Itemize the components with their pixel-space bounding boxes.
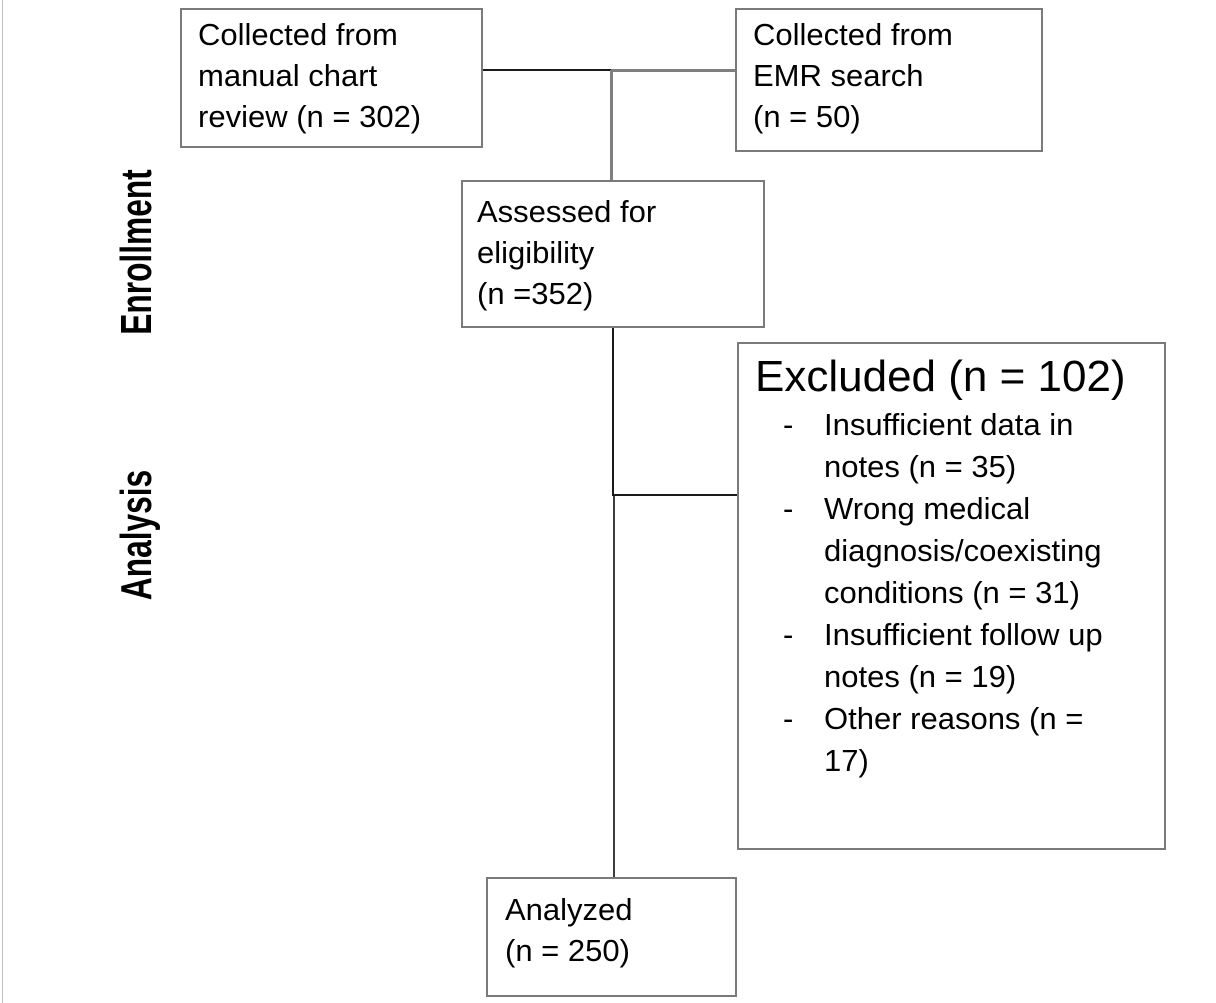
excluded-reason-item: - Wrong medical diagnosis/coexisting con…	[755, 488, 1156, 614]
box-analyzed-text: Analyzed (n = 250)	[505, 892, 633, 968]
stage-label-analysis: Analysis	[112, 469, 161, 601]
connector-assessed-to-excluded-junction	[612, 328, 614, 496]
box-collected-emr-search: Collected from EMR search (n = 50)	[735, 8, 1043, 152]
connector-manual-chart-to-junction	[483, 69, 613, 71]
box-excluded: Excluded (n = 102) - Insufficient data i…	[737, 342, 1166, 850]
excluded-reason-text: Other reasons (n = 17)	[824, 701, 1084, 778]
bullet-dash-icon: -	[783, 701, 794, 736]
bullet-dash-icon: -	[783, 617, 794, 652]
box-analyzed: Analyzed (n = 250)	[486, 877, 737, 997]
connector-junction-to-assessed	[610, 70, 613, 180]
excluded-reason-text: Wrong medical diagnosis/coexisting condi…	[824, 491, 1102, 610]
bullet-dash-icon: -	[783, 407, 794, 442]
excluded-reason-text: Insufficient data in notes (n = 35)	[824, 407, 1074, 484]
box-assessed-for-eligibility-text: Assessed for eligibility (n =352)	[477, 194, 657, 311]
slide-left-edge-line	[2, 0, 3, 1003]
box-collected-manual-chart: Collected from manual chart review (n = …	[180, 8, 483, 148]
box-collected-manual-chart-text: Collected from manual chart review (n = …	[198, 17, 422, 134]
box-assessed-for-eligibility: Assessed for eligibility (n =352)	[461, 180, 765, 328]
excluded-reason-item: - Other reasons (n = 17)	[755, 698, 1156, 782]
connector-junction-to-analyzed	[613, 496, 615, 877]
connector-emr-search-to-junction	[611, 69, 735, 72]
box-excluded-title: Excluded (n = 102)	[755, 352, 1126, 401]
excluded-reasons-list: - Insufficient data in notes (n = 35) - …	[755, 404, 1156, 782]
stage-label-enrollment: Enrollment	[112, 169, 161, 335]
box-collected-emr-search-text: Collected from EMR search (n = 50)	[753, 17, 953, 134]
excluded-reason-text: Insufficient follow up notes (n = 19)	[824, 617, 1103, 694]
bullet-dash-icon: -	[783, 491, 794, 526]
excluded-reason-item: - Insufficient follow up notes (n = 19)	[755, 614, 1156, 698]
connector-junction-to-excluded	[612, 494, 737, 496]
excluded-reason-item: - Insufficient data in notes (n = 35)	[755, 404, 1156, 488]
